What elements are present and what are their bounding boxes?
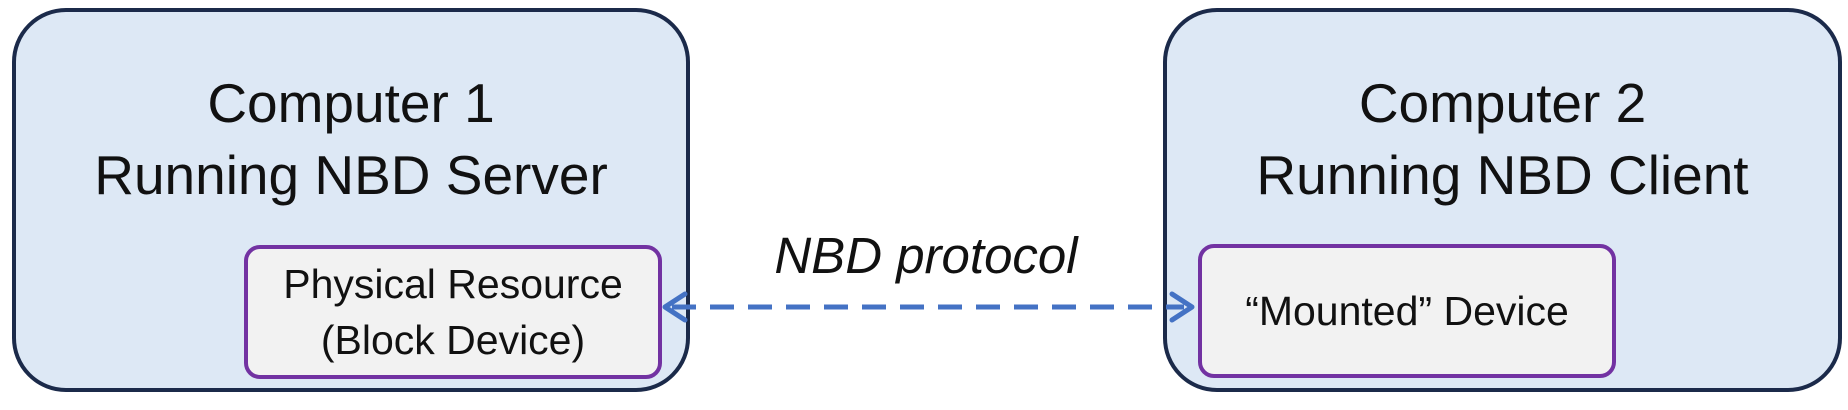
computer-1-title-line1: Computer 1 (207, 72, 495, 134)
computer-1-node: Computer 1 Running NBD Server Physical R… (12, 8, 690, 392)
physical-resource-line2: (Block Device) (320, 317, 586, 363)
physical-resource-line1: Physical Resource (283, 261, 623, 307)
mounted-device-label: “Mounted” Device (1245, 288, 1569, 334)
nbd-protocol-label: NBD protocol (774, 227, 1078, 284)
arrow-head-right (1169, 291, 1195, 323)
computer-2-node: Computer 2 Running NBD Client “Mounted” … (1163, 8, 1842, 392)
mounted-device-box: “Mounted” Device (1198, 244, 1616, 378)
computer-1-title: Computer 1 Running NBD Server (16, 67, 686, 211)
computer-2-title-line1: Computer 2 (1358, 72, 1647, 134)
physical-resource-box: Physical Resource (Block Device) (244, 245, 662, 379)
computer-2-title-line2: Running NBD Client (1256, 144, 1749, 206)
computer-2-title: Computer 2 Running NBD Client (1167, 67, 1838, 211)
arrow-head-left (662, 291, 688, 323)
computer-1-title-line2: Running NBD Server (94, 144, 608, 206)
